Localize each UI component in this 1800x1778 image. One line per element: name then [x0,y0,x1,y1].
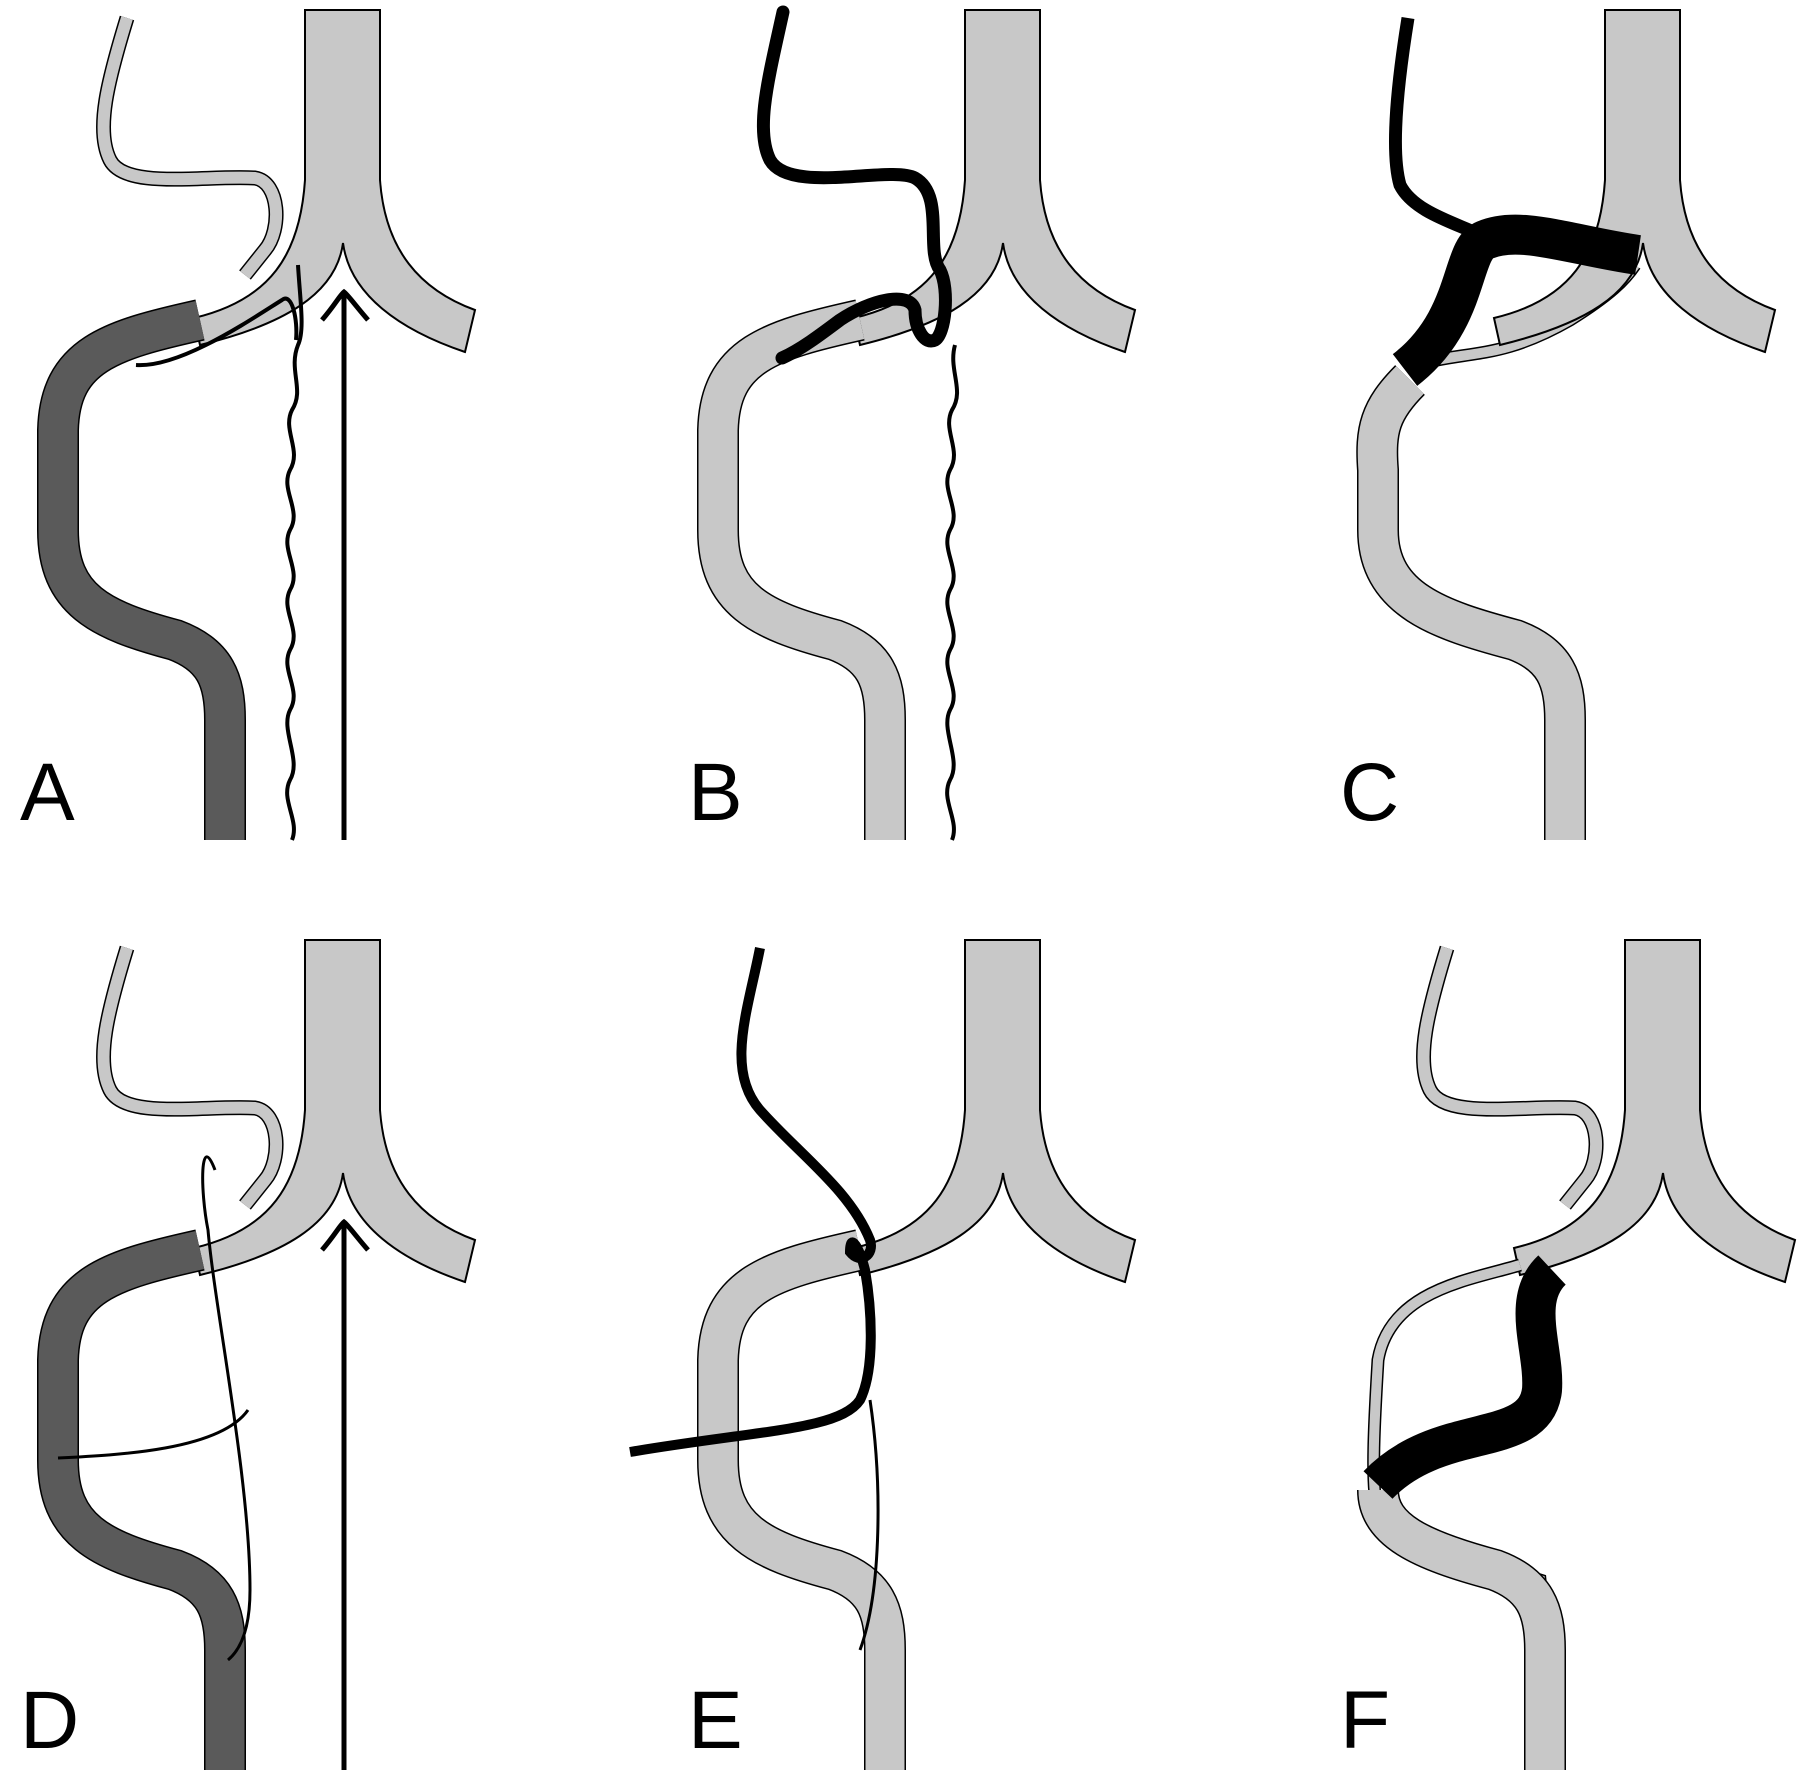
highlighted-vessel-segment [1363,1255,1568,1500]
sheath-line [320,1218,370,1770]
panel-label: A [20,747,75,838]
s-shaped-vessel [718,1250,885,1770]
upper-branch-vessel [103,948,276,1205]
panel-f: F [1340,939,1796,1770]
panel-label: F [1340,1675,1390,1766]
catheter-return [858,1399,880,1651]
upper-branch-vessel-fill [103,18,276,275]
panel-label: B [688,747,743,838]
panel-label: D [20,1675,79,1766]
panel-a: A [20,9,476,841]
catheter-wire [135,296,299,368]
upper-branch-vessel-fill [1423,948,1596,1205]
sheath-line [320,288,370,840]
panel-e: E [629,939,1136,1770]
panel-label: C [1340,747,1399,838]
s-shaped-vessel [1358,1488,1565,1770]
upper-branch-vessel-fill [103,948,276,1205]
s-shaped-vessel [718,320,885,840]
panel-d: D [20,939,476,1770]
s-shaped-vessel [58,1250,225,1770]
guide-wire [945,344,959,841]
highlighted-catheter [756,5,952,365]
panel-b: B [688,5,1136,841]
s-shaped-vessel [58,320,225,840]
catheter-loop [201,1155,252,1662]
highlighted-branch [1388,16,1494,246]
upper-branch-vessel [103,18,276,275]
highlighted-catheter [629,947,876,1457]
s-shaped-vessel [1357,366,1585,840]
aortic-trunk [853,939,1136,1283]
upper-branch-vessel [1423,948,1596,1205]
crossing-wire [57,1409,250,1460]
panel-c: C [1340,9,1776,840]
aortic-trunk [1493,9,1776,353]
guide-wire [285,264,304,841]
panel-label: E [688,1675,743,1766]
